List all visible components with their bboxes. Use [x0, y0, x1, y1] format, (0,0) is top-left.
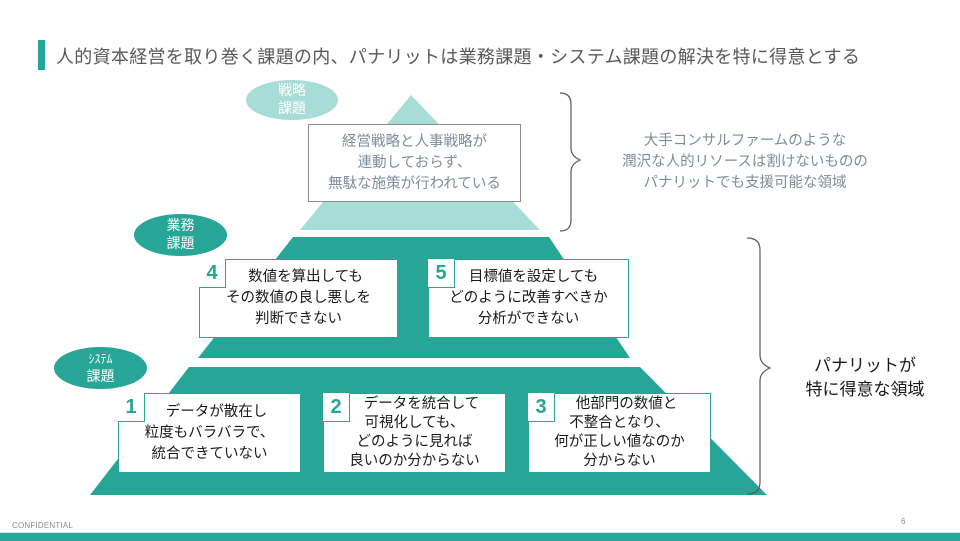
issue-text-line: 可視化しても、 [364, 415, 465, 431]
issue-box-4: 4 数値を算出しても その数値の良し悪しを 判断できない [199, 259, 398, 338]
tier-label-line: 課題 [86, 369, 115, 385]
issue-text-line: 分からない [583, 453, 656, 469]
tier-label-line: 戦略 [278, 83, 306, 99]
issue-number-badge: 4 [199, 259, 226, 288]
issue-text-line: 数値を算出しても [248, 269, 363, 285]
issue-box-1: 1 データが散在し 粒度もバラバラで、 統合できていない [118, 393, 301, 473]
tier-label-system: ｼｽﾃﾑ 課題 [54, 347, 147, 389]
annotation-line: パナリットが [814, 356, 916, 376]
brace-upper-icon [559, 92, 582, 232]
issue-text-line: 分析ができない [477, 311, 580, 327]
issue-text-line: 良いのか分からない [349, 453, 480, 469]
confidential-label: CONFIDENTIAL [12, 521, 74, 530]
issue-text-line: データが散在し [165, 403, 268, 420]
issue-box-5: 5 目標値を設定しても どのように改善すべきか 分析ができない [428, 259, 629, 338]
issue-text-line: どのように改善すべきか [449, 290, 608, 306]
issue-text-line: 無駄な施策が行われている [328, 175, 501, 192]
issue-number-badge: 5 [428, 259, 455, 288]
brace-lower-icon [746, 237, 772, 495]
issue-text-line: どのように見れば [356, 434, 473, 450]
issue-text-line: 粒度もバラバラで、 [144, 424, 275, 441]
issue-box-2: 2 データを統合して 可視化しても、 どのように見れば 良いのか分からない [323, 393, 506, 473]
issue-text-line: その数値の良し悪しを [226, 290, 371, 306]
issue-text-line: 他部門の数値と [575, 396, 678, 412]
footer-bar [0, 532, 960, 541]
tier-label-line: 課題 [278, 101, 306, 117]
annotation-lower: パナリットが 特に得意な領域 [790, 354, 940, 402]
issue-text-line: 判断できない [255, 311, 342, 327]
issue-text-line: データを統合して [363, 396, 480, 412]
tier-label-line: 課題 [166, 236, 195, 252]
annotation-line: 特に得意な領域 [805, 380, 925, 400]
annotation-line: 潤沢な人的リソースは割けないものの [622, 154, 868, 170]
issue-number-badge: 2 [323, 393, 350, 422]
tier-label-business: 業務 課題 [134, 214, 227, 256]
title-accent-bar [38, 40, 45, 70]
issue-text-line: 何が正しい値なのか [554, 434, 685, 450]
tier-label-line: 業務 [166, 218, 195, 234]
issue-box-3: 3 他部門の数値と 不整合となり、 何が正しい値なのか 分からない [528, 393, 711, 473]
page-number: 6 [901, 517, 906, 526]
annotation-line: パナリットでも支援可能な領域 [643, 175, 847, 191]
issue-box-strategy: 経営戦略と人事戦略が 連動しておらず、 無駄な施策が行われている [308, 124, 521, 202]
issue-number-badge: 1 [118, 393, 145, 422]
issue-text-line: 統合できていない [151, 445, 268, 462]
issue-number-badge: 3 [528, 393, 555, 422]
annotation-line: 大手コンサルファームのような [643, 133, 847, 149]
tier-label-strategy: 戦略 課題 [246, 80, 338, 120]
issue-text-line: 目標値を設定しても [468, 269, 599, 285]
issue-text-line: 不整合となり、 [569, 415, 670, 431]
annotation-upper: 大手コンサルファームのような 潤沢な人的リソースは割けないものの パナリットでも… [600, 131, 890, 194]
issue-text-line: 経営戦略と人事戦略が [342, 133, 487, 150]
tier-label-line: ｼｽﾃﾑ [88, 352, 113, 366]
issue-text-line: 連動しておらず、 [357, 154, 472, 171]
page-title: 人的資本経営を取り巻く課題の内、パナリットは業務課題・システム課題の解決を特に得… [56, 47, 861, 68]
